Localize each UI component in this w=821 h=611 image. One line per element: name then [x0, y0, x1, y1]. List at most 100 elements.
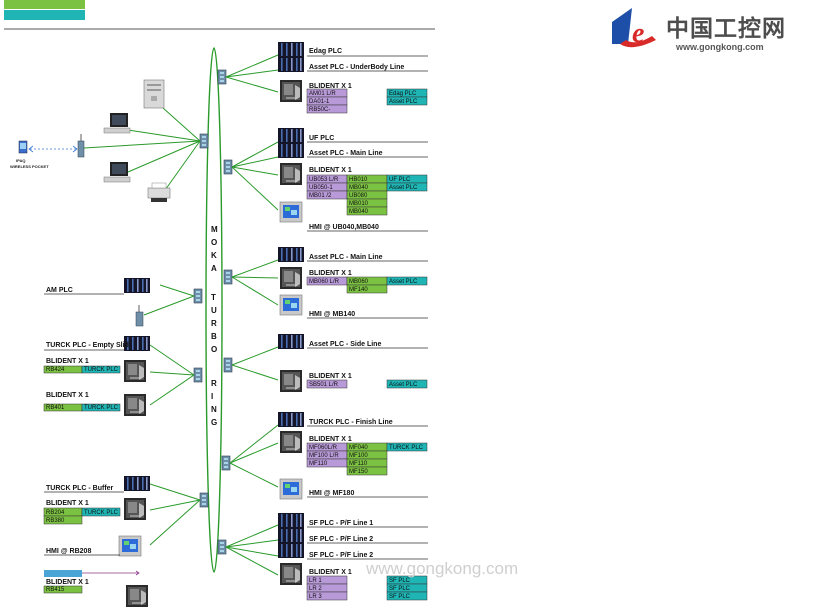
green-cell: RB424	[43, 365, 83, 374]
purple-cell-text: LR 2	[309, 586, 322, 592]
ring-letter: N	[211, 405, 217, 414]
label-blident-4: BLIDENT X 1	[309, 373, 352, 380]
purple-cell-text: SB501 L/R	[309, 382, 339, 388]
purple-cell-text: UB050-1	[309, 185, 333, 191]
green-cell: MF100	[346, 450, 388, 460]
computer-icon	[103, 162, 131, 183]
label-sf-plc-1: SF PLC - P/F Line 1	[309, 520, 373, 527]
ring-ellipse	[205, 47, 223, 573]
legend-green-swatch	[4, 0, 85, 9]
purple-cell: MF110	[306, 458, 348, 468]
teal-cell-text: UF PLC	[389, 177, 411, 183]
watermark-center-url: www.gongkong.com	[365, 559, 518, 578]
green-cell-text: HB010	[349, 177, 368, 183]
right-underlines	[307, 55, 428, 560]
ring-letter: A	[211, 264, 217, 273]
green-cell-text: MF150	[349, 469, 368, 475]
green-cell-text: MF110	[349, 461, 368, 467]
teal-cell-text: Asset PLC	[389, 279, 418, 285]
purple-cell-text: MB060 L/R	[309, 279, 340, 285]
teal-cell: TURCK PLC	[81, 507, 121, 517]
green-cell: MB060	[346, 276, 388, 286]
label-blident-6: BLIDENT X 1	[309, 569, 352, 576]
purple-cell-text: RB50C-	[309, 107, 330, 113]
watermark-brand: 中国工控网	[666, 15, 786, 42]
green-cell-text: MB060	[349, 279, 369, 285]
label-asset-plc-side: Asset PLC - Side Line	[309, 341, 381, 348]
green-cell: MF140	[346, 284, 388, 294]
svg-text:e: e	[632, 18, 644, 49]
label-blident-5: BLIDENT X 1	[309, 436, 352, 443]
purple-cell: MF060L/R	[306, 442, 348, 452]
wireless-arrows	[28, 145, 78, 153]
pda-label: IPAQ	[16, 158, 25, 163]
teal-cell: TURCK PLC	[386, 442, 428, 452]
ring-letter: O	[211, 345, 217, 354]
ring-letter: R	[211, 319, 217, 328]
purple-cell: LR 3	[306, 591, 348, 601]
purple-cell: RB50C-	[306, 104, 348, 114]
label-hmi-mf180: HMI @ MF180	[309, 490, 354, 497]
ring-letter: B	[211, 332, 217, 341]
purple-cell-text: MF060L/R	[309, 445, 338, 451]
legend	[4, 0, 85, 20]
purple-cell-text: DA01-1	[309, 99, 330, 105]
green-cell: MB040	[346, 182, 388, 192]
green-cell-text: RB415	[46, 587, 65, 593]
teal-cell-text: TURCK PLC	[84, 405, 119, 411]
teal-cell-text: Asset PLC	[389, 99, 418, 105]
green-cell: UB080	[346, 190, 388, 200]
legend-teal-swatch	[4, 10, 85, 20]
antenna-icon	[135, 305, 144, 327]
green-cell-text: MF100	[349, 453, 368, 459]
label-asset-plc-main-2: Asset PLC - Main Line	[309, 254, 383, 261]
left-devices	[118, 278, 150, 608]
teal-cell-text: SF PLC	[389, 578, 411, 584]
purple-cell-text: MF100 L/R	[309, 453, 339, 459]
watermark-url: www.gongkong.com	[675, 42, 764, 52]
green-cell-text: RB401	[46, 405, 65, 411]
purple-cell-text: LR 3	[309, 594, 322, 600]
purple-cell: UB050-1	[306, 182, 348, 192]
label-blident-1: BLIDENT X 1	[309, 83, 352, 90]
label-turck-empty-slid: TURCK PLC - Empty Slid	[46, 342, 129, 349]
teal-cell-text: TURCK PLC	[84, 367, 119, 373]
green-cell: RB415	[43, 585, 83, 594]
pda-sublabel: WIRELESS POCKET	[10, 164, 49, 169]
right-links	[225, 54, 279, 576]
computer-icon	[103, 113, 131, 134]
server-icon	[143, 79, 165, 109]
purple-cell: MB060 L/R	[306, 276, 348, 286]
teal-cell: TURCK PLC	[81, 403, 121, 412]
green-cell: RB380	[43, 515, 83, 525]
pda-icon	[18, 140, 28, 154]
green-cell-text: RB380	[46, 518, 65, 524]
green-cell-text: RB424	[46, 367, 65, 373]
label-edag-plc: Edag PLC	[309, 48, 342, 55]
ring-letter: G	[211, 418, 217, 427]
teal-cell: UF PLC	[386, 174, 428, 184]
green-cell: MF110	[346, 458, 388, 468]
purple-cell-text: AM01 L/R	[309, 91, 336, 97]
ring-letter: I	[211, 392, 213, 401]
green-cell-text: MF040	[349, 445, 368, 451]
green-cell-text: MF140	[349, 287, 368, 293]
label-turck-finish: TURCK PLC - Finish Line	[309, 419, 393, 426]
gongkong-logo: e	[612, 8, 656, 49]
purple-cell: UB053 L/R	[306, 174, 348, 184]
label-blident-2: BLIDENT X 1	[309, 167, 352, 174]
teal-cell-text: Asset PLC	[389, 382, 418, 388]
left-links	[83, 107, 201, 546]
ring-letter: U	[211, 306, 217, 315]
purple-cell-text: MF110	[309, 461, 328, 467]
purple-cell: MB01 /2	[306, 190, 348, 200]
left-blue-tag	[44, 570, 82, 577]
teal-cell-text: Asset PLC	[389, 185, 418, 191]
ring-letter: O	[211, 238, 217, 247]
teal-cell: SF PLC	[386, 591, 428, 601]
right-devices	[278, 42, 304, 586]
purple-cell: LR 1	[306, 575, 348, 585]
green-cell: RB204	[43, 507, 83, 517]
purple-cell-text: MB01 /2	[309, 193, 332, 199]
